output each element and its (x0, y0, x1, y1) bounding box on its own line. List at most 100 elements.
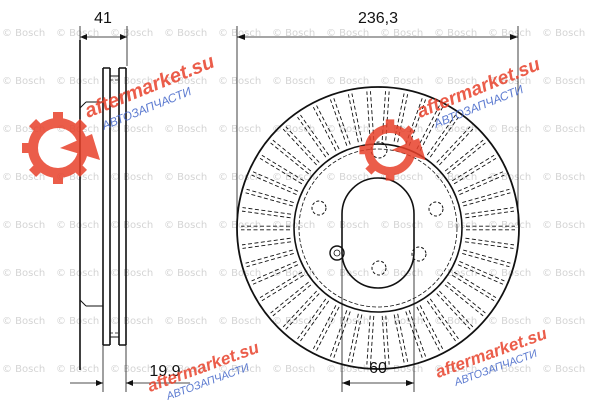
vent-line (465, 237, 515, 246)
watermark-text: © Bosch (218, 124, 261, 135)
watermark-text: © Bosch (488, 76, 531, 87)
vent-line (452, 154, 495, 182)
vent-line (347, 313, 359, 362)
watermark-text: © Bosch (2, 316, 45, 327)
bolt-hole (311, 200, 327, 216)
vent-line (330, 310, 348, 357)
watermark-text: © Bosch (164, 28, 207, 39)
watermark-text: © Bosch (434, 76, 477, 87)
watermark-text: © Bosch (488, 28, 531, 39)
disc-front-view: 236,3 60 (236, 10, 520, 392)
watermark-text: © Bosch (542, 364, 585, 375)
watermark-text: © Bosch (110, 268, 153, 279)
watermark-text: © Bosch (326, 220, 369, 231)
dimension-total-thickness: 41 (94, 10, 112, 27)
vent-line (459, 174, 505, 196)
vent-line (453, 157, 497, 185)
vent-line (366, 315, 371, 365)
watermark-text: © Bosch (542, 268, 585, 279)
vent-line (330, 99, 348, 146)
watermark-text: © Bosch (542, 220, 585, 231)
watermark-text: © Bosch (380, 268, 423, 279)
vent-line (439, 290, 474, 328)
disc-side-view: 41 19,9 (70, 10, 190, 392)
watermark-text: © Bosch (56, 76, 99, 87)
watermark-text: © Bosch (272, 172, 315, 183)
watermark-text: © Bosch (434, 220, 477, 231)
vent-line (464, 207, 514, 215)
watermark-text: © Bosch (164, 172, 207, 183)
vent-line (465, 210, 515, 219)
watermark-text: © Bosch (542, 76, 585, 87)
vent-line (366, 91, 371, 141)
vent-line (416, 306, 440, 351)
vent-line (347, 94, 359, 143)
vent-line (429, 298, 459, 340)
vent-line (300, 300, 330, 342)
watermark-text: © Bosch (326, 316, 369, 327)
vent-line (436, 293, 471, 330)
vent-line (312, 106, 337, 151)
gear-logo-icon (359, 119, 426, 181)
vent-line (452, 274, 495, 302)
vent-line (251, 174, 297, 196)
watermark-text: © Bosch (326, 364, 369, 375)
vent-line (462, 253, 510, 268)
watermark-text: © Bosch (434, 364, 477, 375)
vent-line (272, 139, 312, 172)
watermark-text: © Bosch (164, 364, 207, 375)
watermark-text: © Bosch (542, 172, 585, 183)
vent-line (300, 114, 330, 156)
watermark-text: © Bosch (2, 220, 45, 231)
vent-line (333, 311, 351, 358)
vent-line (272, 284, 312, 317)
watermark-text: © Bosch (110, 364, 153, 375)
watermark-text: © Bosch (488, 364, 531, 375)
watermark-text: © Bosch (380, 364, 423, 375)
vent-line (333, 98, 351, 145)
watermark-text: © Bosch (2, 76, 45, 87)
vent-line (393, 314, 405, 363)
watermark-text: © Bosch (326, 28, 369, 39)
vent-line (261, 154, 304, 182)
watermark-text: © Bosch (434, 316, 477, 327)
vent-line (462, 188, 510, 203)
bolt-hole (333, 249, 341, 257)
watermark-text: © Bosch (542, 124, 585, 135)
vent-line (426, 114, 456, 156)
watermark-text: © Bosch (434, 124, 477, 135)
vent-line (459, 260, 505, 282)
vent-line (282, 128, 317, 166)
gear-logo-icon (22, 112, 100, 184)
vent-line (316, 306, 340, 351)
watermark-text: © Bosch (218, 76, 261, 87)
vent-line (463, 192, 511, 207)
vent-line (241, 210, 291, 219)
vent-line (312, 305, 337, 350)
watermark-text: © Bosch (542, 316, 585, 327)
vent-line (285, 126, 320, 163)
vent-line (436, 126, 471, 163)
watermark-text: © Bosch (110, 220, 153, 231)
watermark-text: © Bosch (218, 268, 261, 279)
watermark-text: © Bosch (2, 28, 45, 39)
vent-line (405, 311, 423, 358)
watermark-text: © Bosch (56, 364, 99, 375)
watermark-text: © Bosch (56, 172, 99, 183)
bolt-hole (329, 245, 345, 261)
watermark-text: © Bosch (110, 28, 153, 39)
watermark-text: © Bosch (164, 124, 207, 135)
watermark-text: © Bosch (380, 76, 423, 87)
vent-line (252, 171, 299, 192)
watermark-text: © Bosch (110, 172, 153, 183)
vent-line (457, 171, 504, 192)
vent-line (439, 128, 474, 166)
vent-line (351, 93, 363, 142)
dimension-outer-diameter: 236,3 (358, 10, 398, 27)
vent-line (246, 253, 294, 268)
watermark-text: © Bosch (2, 268, 45, 279)
watermark-text: © Bosch (272, 76, 315, 87)
vent-line (419, 305, 444, 350)
vent-line (261, 274, 304, 302)
